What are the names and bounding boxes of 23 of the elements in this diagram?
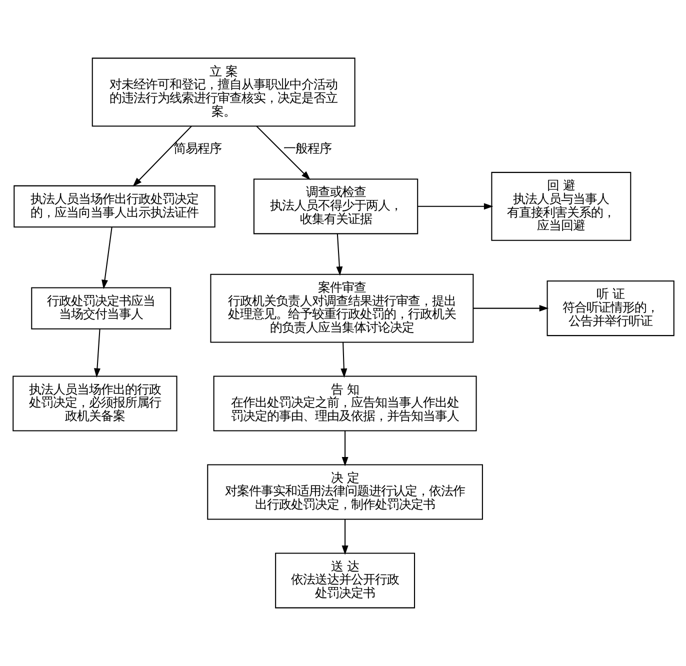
node-box: 决 定 对案件事实和适用法律问题进行认定，依法作出行政处罚决定，制作处罚决定书 [206, 464, 482, 520]
arrow [341, 430, 348, 466]
node-box: 执法人员当场作出行政处罚决定的，应当向当事人出示执法证件 [13, 185, 215, 228]
arrow [336, 234, 342, 276]
node-box: 行政处罚决定书应当当场交付当事人 [30, 287, 171, 330]
arrow [340, 342, 347, 378]
arrow [93, 329, 100, 378]
node-box: 立 案 对未经许可和登记，擅自从事职业中介活动的违法行为线索进行审查核实，决定是否立案。 [91, 58, 355, 127]
arrow [472, 305, 548, 312]
node-box: 告 知 在作出处罚决定之前，应告知当事人作出处罚决定的事由、理由及依据，并告知当事人 [212, 376, 476, 432]
edge-label: 一般程序 [282, 141, 331, 156]
node-box: 案件审查 行政机关负责人对调查结果进行审查，提出处理意见。给予较重行政处罚的，行政机关的负责人应当集体讨论决定 [210, 274, 474, 343]
edge-label: 简易程序 [172, 141, 221, 156]
arrow [417, 203, 493, 210]
node-box: 听 证 符合听证情形的，公告并举行听证 [546, 280, 674, 336]
arrow [341, 519, 348, 555]
arrow [256, 126, 310, 180]
node-box: 回 避 执法人员与当事人有直接利害关系的，应当回避 [490, 172, 631, 241]
arrow [101, 227, 112, 290]
node-box: 执法人员当场作出的行政处罚决定，必须报所属行政机关备案 [12, 376, 177, 432]
node-box: 送 达 依法送达并公开行政处罚决定书 [274, 552, 415, 608]
node-box: 调查或检查 执法人员不得少于两人，收集有关证据 [252, 178, 418, 234]
arrow [132, 126, 192, 187]
